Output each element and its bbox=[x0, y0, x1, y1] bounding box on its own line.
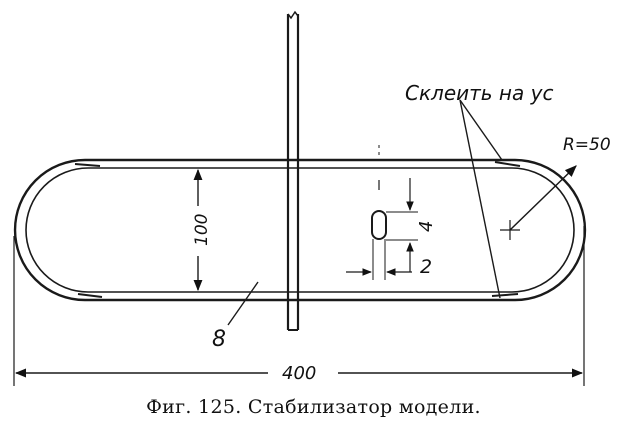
stabilizer-outline bbox=[13, 158, 587, 302]
figure-caption: Фиг. 125. Стабилизатор модели. bbox=[146, 396, 481, 418]
scarf-joints bbox=[74, 161, 521, 298]
length-dimension bbox=[13, 226, 585, 386]
radius-dimension bbox=[500, 165, 577, 240]
glue-note-label: Склеить на ус bbox=[405, 81, 553, 105]
part-number-label: 8 bbox=[212, 327, 226, 352]
radius-label: R=50 bbox=[563, 135, 611, 155]
height-label: 100 bbox=[192, 214, 212, 246]
part-leader bbox=[227, 281, 259, 326]
vertical-spar bbox=[286, 10, 300, 331]
length-label: 400 bbox=[282, 363, 316, 384]
hole-width-label: 2 bbox=[420, 256, 432, 278]
mounting-slot bbox=[371, 145, 418, 280]
glue-note-leaders bbox=[459, 99, 503, 299]
hole-height-label: 4 bbox=[416, 221, 437, 232]
